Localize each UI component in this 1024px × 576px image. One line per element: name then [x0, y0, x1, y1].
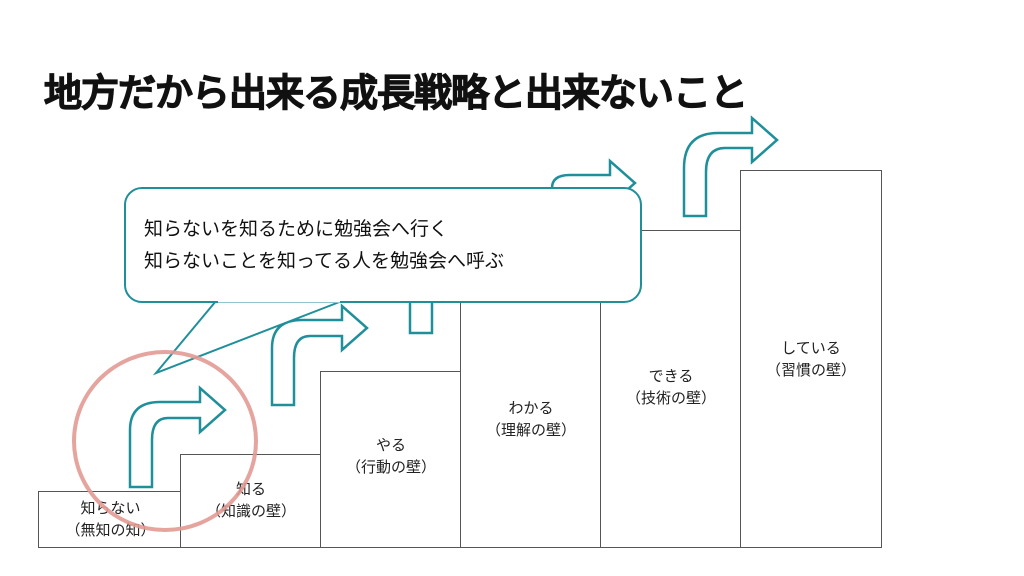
step-label-main: やる [375, 436, 406, 454]
curved-up-right-arrow-icon [682, 115, 779, 218]
step-label-sub: （技術の壁） [625, 389, 716, 407]
step-wakaru: わかる （理解の壁） [460, 290, 602, 548]
speech-bubble: 知らないを知るために勉強会へ行く 知らないことを知ってる人を勉強会へ呼ぶ [124, 187, 642, 303]
step-label-sub: （理解の壁） [485, 421, 576, 439]
step-label-main: している [781, 339, 841, 357]
step-label-sub: （行動の壁） [345, 458, 436, 476]
step-shiteiru: している （習慣の壁） [740, 170, 882, 548]
highlight-circle [72, 350, 258, 532]
slide-title: 地方だから出来る成長戦略と出来ないこと [43, 71, 748, 116]
callout-line-1: 知らないを知るために勉強会へ行く [144, 218, 449, 240]
curved-up-right-arrow-icon [270, 303, 369, 407]
callout-line-2: 知らないことを知ってる人を勉強会へ呼ぶ [144, 250, 505, 272]
step-label-main: できる [648, 367, 694, 385]
step-label-main: わかる [508, 399, 554, 417]
step-label-sub: （習慣の壁） [765, 361, 856, 379]
